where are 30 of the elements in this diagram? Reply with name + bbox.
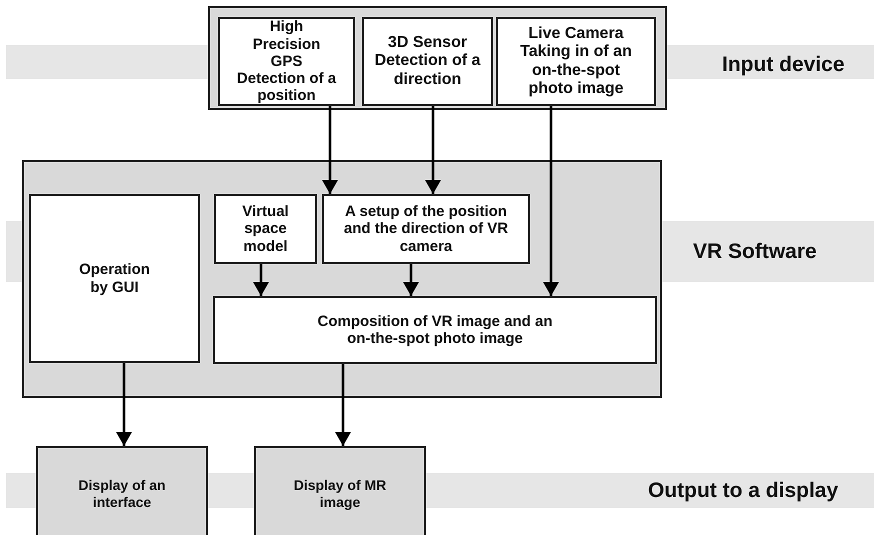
box-label: Virtual space model	[241, 203, 290, 255]
process-box	[254, 446, 426, 535]
process-box	[362, 17, 493, 106]
arrow	[425, 106, 441, 194]
process-box	[213, 296, 657, 364]
box-label: Live Camera Taking in of an on-the-spot photo image	[519, 24, 633, 98]
arrow	[543, 106, 559, 296]
layer-label: VR Software	[693, 240, 817, 264]
arrow	[403, 264, 419, 296]
arrow	[335, 364, 351, 446]
process-box	[322, 194, 530, 264]
box-label: Display of an interface	[77, 477, 167, 510]
box-label: Composition of VR image and an on-the-spot photo image	[316, 312, 554, 348]
arrow	[116, 363, 132, 446]
process-box	[218, 17, 355, 106]
box-label: 3D Sensor Detection of a direction	[374, 34, 482, 90]
arrow	[322, 106, 338, 194]
group-panel	[208, 6, 667, 110]
process-box	[496, 17, 656, 106]
process-box	[36, 446, 208, 535]
process-box	[29, 194, 200, 363]
box-label: Display of MR image	[292, 477, 388, 510]
layer-label: Output to a display	[648, 479, 838, 503]
box-label: High Precision GPS Detection of a position	[236, 18, 336, 105]
layer-label: Input device	[722, 53, 845, 77]
box-label: A setup of the position and the direction of VR camera	[342, 203, 510, 255]
box-label: Operation by GUI	[78, 261, 151, 296]
group-panel	[22, 160, 662, 398]
arrow	[253, 264, 269, 296]
process-box	[214, 194, 317, 264]
